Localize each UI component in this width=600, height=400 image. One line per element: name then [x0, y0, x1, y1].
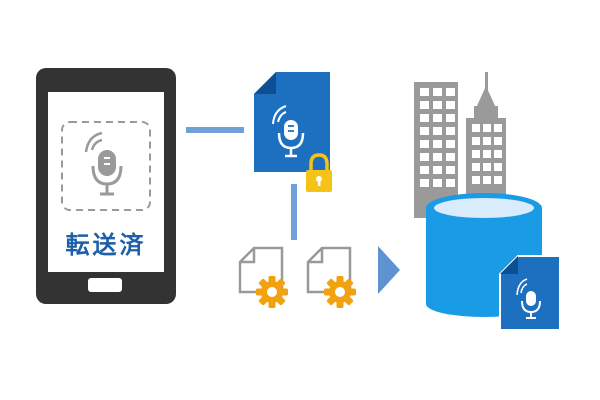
- database-top: [434, 198, 534, 218]
- building-icon: [414, 72, 506, 218]
- transfer-status-label: 転送済: [65, 231, 147, 259]
- smartphone: [36, 68, 176, 304]
- encrypted-audio-file: [254, 72, 332, 192]
- processing-file-2: [306, 246, 356, 308]
- recording-frame: [61, 121, 151, 211]
- microphone-icon: [84, 131, 123, 196]
- microphone-icon: [272, 105, 305, 158]
- lock-icon: [306, 153, 332, 192]
- gear-icon: [324, 276, 356, 308]
- microphone-icon: [516, 278, 541, 319]
- phone-home-button: [88, 278, 122, 292]
- stored-audio-file: [499, 255, 561, 331]
- file-fold: [254, 72, 276, 94]
- processing-file-1: [238, 246, 288, 308]
- arrow-right-icon: [378, 246, 400, 294]
- gear-icon: [256, 276, 288, 308]
